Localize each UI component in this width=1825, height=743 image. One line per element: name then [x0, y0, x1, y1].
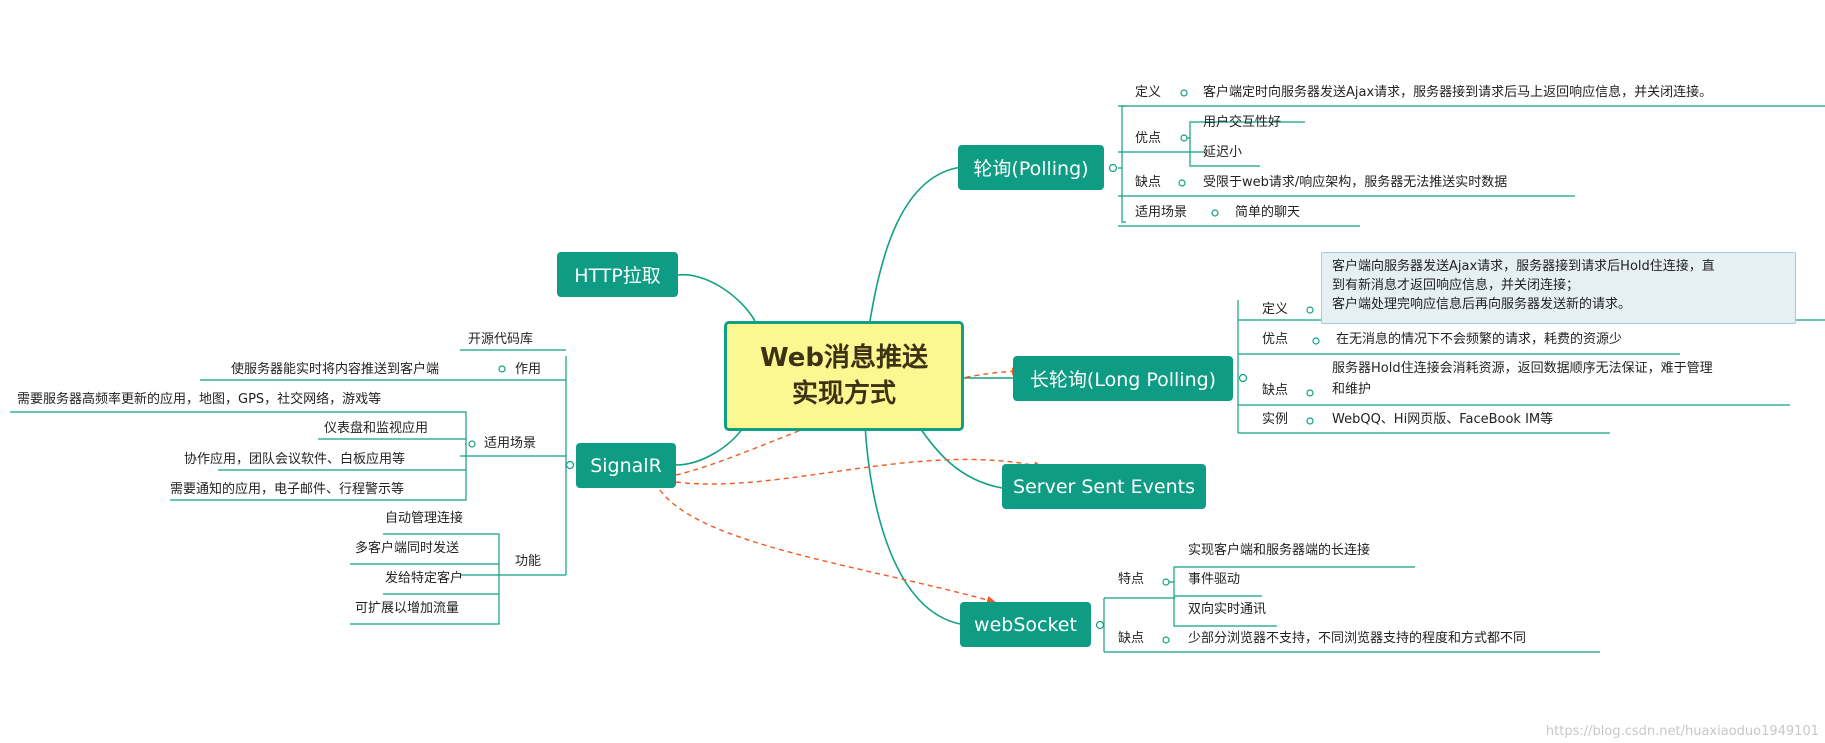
websocket-features-label[interactable]: 特点: [1118, 572, 1145, 587]
topic-websocket-label: webSocket: [974, 613, 1077, 636]
websocket-cons-label[interactable]: 缺点: [1118, 631, 1145, 646]
branch-sse: [917, 424, 1003, 489]
signalr-scenario-item[interactable]: 协作应用，团队会议软件、白板应用等: [184, 452, 406, 467]
websocket-feature-item[interactable]: 事件驱动: [1188, 572, 1241, 587]
polling-scenario-label[interactable]: 适用场景: [1135, 205, 1188, 220]
topic-sse-label: Server Sent Events: [1013, 475, 1195, 498]
watermark: https://blog.csdn.net/huaxiaoduo1949101: [1545, 724, 1819, 739]
topic-polling-label: 轮询(Polling): [973, 158, 1089, 180]
long-polling-cons-line[interactable]: 和维护: [1332, 382, 1372, 397]
signalr-function-item[interactable]: 可扩展以增加流量: [355, 601, 460, 616]
long-polling-pros-label[interactable]: 优点: [1262, 332, 1289, 347]
branch-websocket: [864, 424, 961, 625]
topic-http-pull[interactable]: HTTP拉取: [557, 252, 678, 297]
topic-websocket[interactable]: webSocket: [960, 602, 1091, 647]
signalr-scenario-item[interactable]: 需要通知的应用，电子邮件、行程警示等: [170, 482, 405, 497]
signalr-function-item[interactable]: 发给特定客户: [385, 571, 464, 586]
polling-pro-item[interactable]: 用户交互性好: [1203, 115, 1282, 130]
topic-http-pull-label: HTTP拉取: [574, 265, 661, 287]
polling-definition-text[interactable]: 客户端定时向服务器发送Ajax请求，服务器接到请求后马上返回响应信息，并关闭连接…: [1203, 85, 1713, 100]
signalr-function-item[interactable]: 自动管理连接: [385, 511, 464, 526]
polling-cons-label[interactable]: 缺点: [1135, 175, 1162, 190]
topic-long-polling-label: 长轮询(Long Polling): [1029, 369, 1217, 391]
relation-signalr-websocket: [659, 489, 996, 604]
long-polling-cons-label[interactable]: 缺点: [1262, 383, 1289, 398]
long-polling-definition-label[interactable]: 定义: [1262, 302, 1289, 317]
definition-line: 客户端向服务器发送Ajax请求，服务器接到请求后Hold住连接，直: [1332, 259, 1715, 274]
polling-pros-label[interactable]: 优点: [1135, 131, 1162, 146]
relation-signalr-sse: [675, 458, 1043, 485]
signalr-function-item[interactable]: 多客户端同时发送: [355, 541, 460, 556]
topic-long-polling[interactable]: 长轮询(Long Polling): [1013, 356, 1233, 401]
signalr-open-source[interactable]: 开源代码库: [468, 332, 534, 347]
central-topic-line2: 实现方式: [791, 379, 896, 409]
websocket-feature-item[interactable]: 双向实时通讯: [1188, 602, 1267, 617]
polling-collapse-dot: [1108, 163, 1118, 173]
topic-signalr-label: SignalR: [590, 454, 662, 477]
signalr-role-label[interactable]: 作用: [515, 362, 542, 377]
polling-pro-item[interactable]: 延迟小: [1203, 145, 1243, 160]
definition-line: 客户端处理完响应信息后再向服务器发送新的请求。: [1332, 297, 1632, 312]
websocket-cons-text[interactable]: 少部分浏览器不支持，不同浏览器支持的程度和方式都不同: [1188, 631, 1527, 646]
signalr-role-text[interactable]: 使服务器能实时将内容推送到客户端: [231, 362, 440, 377]
websocket-feature-item[interactable]: 实现客户端和服务器端的长连接: [1188, 543, 1371, 558]
polling-definition-label[interactable]: 定义: [1135, 85, 1162, 100]
polling-scenario-text[interactable]: 简单的聊天: [1235, 205, 1301, 220]
long-polling-pros-text[interactable]: 在无消息的情况下不会频繁的请求，耗费的资源少: [1336, 332, 1623, 347]
central-topic-line1: Web消息推送: [760, 343, 928, 373]
long-polling-definition-note[interactable]: 客户端向服务器发送Ajax请求，服务器接到请求后Hold住连接，直 到有新消息才…: [1321, 252, 1796, 324]
topic-polling[interactable]: 轮询(Polling): [958, 145, 1104, 190]
long-polling-example-label[interactable]: 实例: [1262, 412, 1289, 427]
topic-signalr[interactable]: SignalR: [576, 443, 676, 488]
branch-signalr: [675, 424, 746, 466]
branch-polling: [869, 166, 963, 322]
definition-line: 到有新消息才返回响应信息，并关闭连接；: [1332, 278, 1580, 293]
branch-http: [677, 274, 756, 322]
relation-signalr-longpolling: [675, 367, 1021, 476]
central-topic[interactable]: Web消息推送 实现方式: [724, 321, 964, 431]
signalr-scenario-label[interactable]: 适用场景: [484, 436, 537, 451]
signalr-function-label[interactable]: 功能: [515, 554, 542, 569]
signalr-scenario-item[interactable]: 仪表盘和监视应用: [324, 421, 429, 436]
long-polling-example-text[interactable]: WebQQ、Hi网页版、FaceBook IM等: [1332, 412, 1554, 427]
polling-bracket: [1118, 105, 1126, 223]
signalr-scenario-item[interactable]: 需要服务器高频率更新的应用，地图，GPS，社交网络，游戏等: [17, 392, 382, 407]
long-polling-cons-line[interactable]: 服务器Hold住连接会消耗资源，返回数据顺序无法保证，难于管理: [1332, 361, 1713, 376]
polling-cons-text[interactable]: 受限于web请求/响应架构，服务器无法推送实时数据: [1203, 175, 1508, 190]
topic-sse[interactable]: Server Sent Events: [1002, 464, 1206, 509]
